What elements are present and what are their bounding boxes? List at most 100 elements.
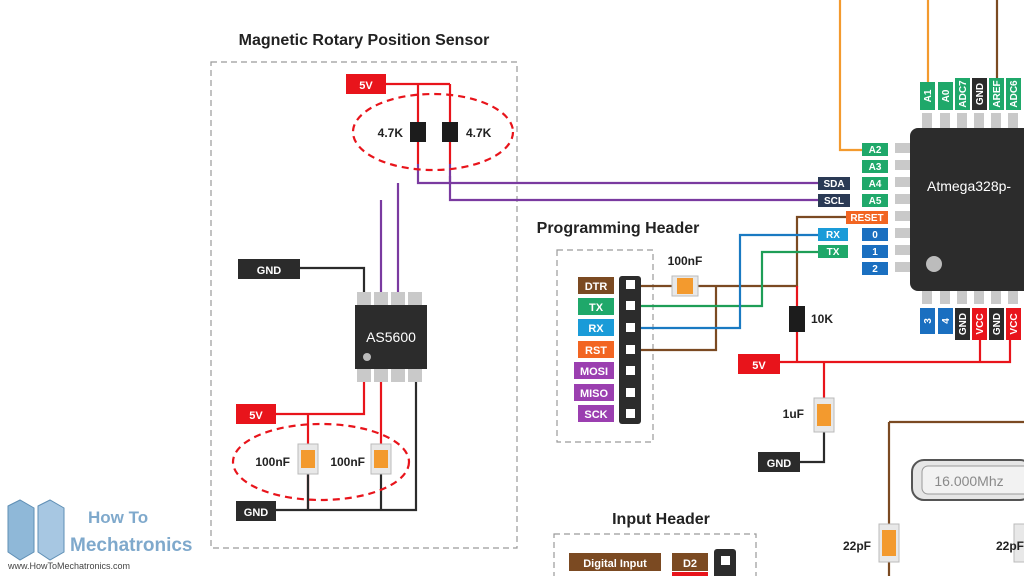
capacitor-xtal-2-label: 22pF xyxy=(996,539,1024,553)
svg-text:5V: 5V xyxy=(249,410,263,422)
wire-sda xyxy=(416,164,818,185)
svg-text:MISO: MISO xyxy=(580,388,609,400)
sda-label: SDA xyxy=(818,177,850,190)
prog-pin-rst: RST xyxy=(578,341,614,358)
wire-reset-pullup xyxy=(780,286,1012,364)
programming-title: Programming Header xyxy=(537,220,700,237)
resistor-r1 xyxy=(410,122,426,142)
svg-text:GND: GND xyxy=(992,313,1003,335)
svg-text:RESET: RESET xyxy=(850,213,883,224)
resistor-r2-label: 4.7K xyxy=(466,126,492,140)
capacitor-sensor-2-label: 100nF xyxy=(330,455,365,469)
pullup-highlight xyxy=(351,92,515,172)
prog-pin-dtr: DTR xyxy=(578,277,614,294)
capacitor-power xyxy=(813,397,835,433)
sensor-title: Magnetic Rotary Position Sensor xyxy=(239,32,490,49)
sensor-5v-tag-top: 5V xyxy=(346,74,386,94)
sensor-gnd-tag-bottom: GND xyxy=(236,501,276,521)
prog-pin-sck: SCK xyxy=(578,405,614,422)
logo-text-line1: How To xyxy=(88,508,148,527)
svg-text:5V: 5V xyxy=(752,360,766,372)
mcu-pin-d4: 4 xyxy=(938,308,953,334)
capacitor-sensor-1 xyxy=(297,443,319,475)
input-title: Input Header xyxy=(612,511,710,528)
as5600-label: AS5600 xyxy=(366,329,416,345)
mcu-pin-a3: A3 xyxy=(862,160,888,173)
mcu-pin-a4: A4 xyxy=(862,177,888,190)
svg-text:GND: GND xyxy=(257,265,282,277)
atmega-label: Atmega328p- xyxy=(927,178,1011,194)
rx-label: RX xyxy=(818,228,848,241)
svg-text:VCC: VCC xyxy=(1009,313,1020,334)
wire-rst xyxy=(640,286,718,352)
svg-text:3: 3 xyxy=(923,318,934,324)
svg-text:A2: A2 xyxy=(869,145,882,156)
svg-text:RX: RX xyxy=(826,230,840,241)
mcu-pin-d1: 1 xyxy=(862,245,888,258)
svg-text:DTR: DTR xyxy=(585,281,608,293)
logo-emblem-icon xyxy=(7,499,35,561)
logo-text-line2: Mechatronics xyxy=(70,535,192,556)
wire-cap-gnd xyxy=(800,432,826,464)
cap-gnd-tag: GND xyxy=(758,452,800,472)
prog-pin-tx: TX xyxy=(578,298,614,315)
capacitor-xtal-2 xyxy=(1013,523,1024,563)
svg-text:5V: 5V xyxy=(359,80,373,92)
scl-label: SCL xyxy=(818,194,850,207)
svg-text:TX: TX xyxy=(827,247,840,258)
resistor-r1-label: 4.7K xyxy=(378,126,404,140)
svg-text:ADC6: ADC6 xyxy=(1009,80,1020,108)
capacitor-prog-label: 100nF xyxy=(668,254,703,268)
svg-text:SCK: SCK xyxy=(584,409,607,421)
wire-tx xyxy=(640,250,818,308)
input-header-pin xyxy=(721,556,730,565)
tx-label: TX xyxy=(818,245,848,258)
mcu-pin-gnd-top: GND xyxy=(972,78,987,110)
prog-pin-mosi: MOSI xyxy=(574,362,614,379)
svg-text:A5: A5 xyxy=(869,196,882,207)
mcu-pin-a5: A5 xyxy=(862,194,888,207)
svg-text:ADC7: ADC7 xyxy=(958,80,969,108)
mcu-pin-vcc-1: VCC xyxy=(972,308,987,340)
svg-text:GND: GND xyxy=(958,313,969,335)
crystal: 16.000Mhz xyxy=(911,459,1024,501)
input-pin-next xyxy=(672,572,708,576)
crystal-label: 16.000Mhz xyxy=(934,473,1003,489)
sensor-5v-tag-bottom: 5V xyxy=(236,404,276,424)
svg-text:0: 0 xyxy=(872,230,878,241)
programming-group-box xyxy=(556,249,654,443)
prog-pin-miso: MISO xyxy=(574,384,614,401)
sensor-group-box xyxy=(210,61,518,549)
mcu-pin-a1: A1 xyxy=(920,82,935,110)
prog-header-pins xyxy=(626,280,635,418)
prog-pin-rx: RX xyxy=(578,319,614,336)
as5600-chip: AS5600 xyxy=(355,292,427,382)
mcu-pin-gnd-bottom-1: GND xyxy=(955,308,970,340)
wires xyxy=(276,0,1024,576)
mcu-pin-aref: AREF xyxy=(989,78,1004,110)
mcu-pin-adc6: ADC6 xyxy=(1006,78,1021,110)
mcu-pin-d2: 2 xyxy=(862,262,888,275)
svg-text:RX: RX xyxy=(588,323,604,335)
mcu-pin-vcc-2: VCC xyxy=(1006,308,1021,340)
wire-rx xyxy=(640,233,818,330)
resistor-r2 xyxy=(442,122,458,142)
wire-sensor-gnd-top xyxy=(300,266,366,292)
svg-text:A1: A1 xyxy=(923,89,934,102)
capacitor-xtal-1 xyxy=(878,523,900,563)
svg-text:AREF: AREF xyxy=(992,80,1003,107)
svg-text:GND: GND xyxy=(975,83,986,105)
mcu-pin-adc7: ADC7 xyxy=(955,78,970,110)
decoupling-highlight xyxy=(231,422,411,502)
resistor-reset-label: 10K xyxy=(811,312,833,326)
howtomechatronics-logo: How To Mechatronics www.HowToMechatronic… xyxy=(7,499,192,571)
svg-text:SCL: SCL xyxy=(824,196,844,207)
mcu-pin-a0: A0 xyxy=(938,82,953,110)
svg-text:TX: TX xyxy=(589,302,604,314)
capacitor-prog xyxy=(671,275,699,297)
mcu-pin-a2: A2 xyxy=(862,143,888,156)
mcu-5v-tag: 5V xyxy=(738,354,780,374)
svg-text:Digital Input: Digital Input xyxy=(583,558,647,570)
capacitor-xtal-1-label: 22pF xyxy=(843,539,871,553)
svg-text:4: 4 xyxy=(941,318,952,324)
